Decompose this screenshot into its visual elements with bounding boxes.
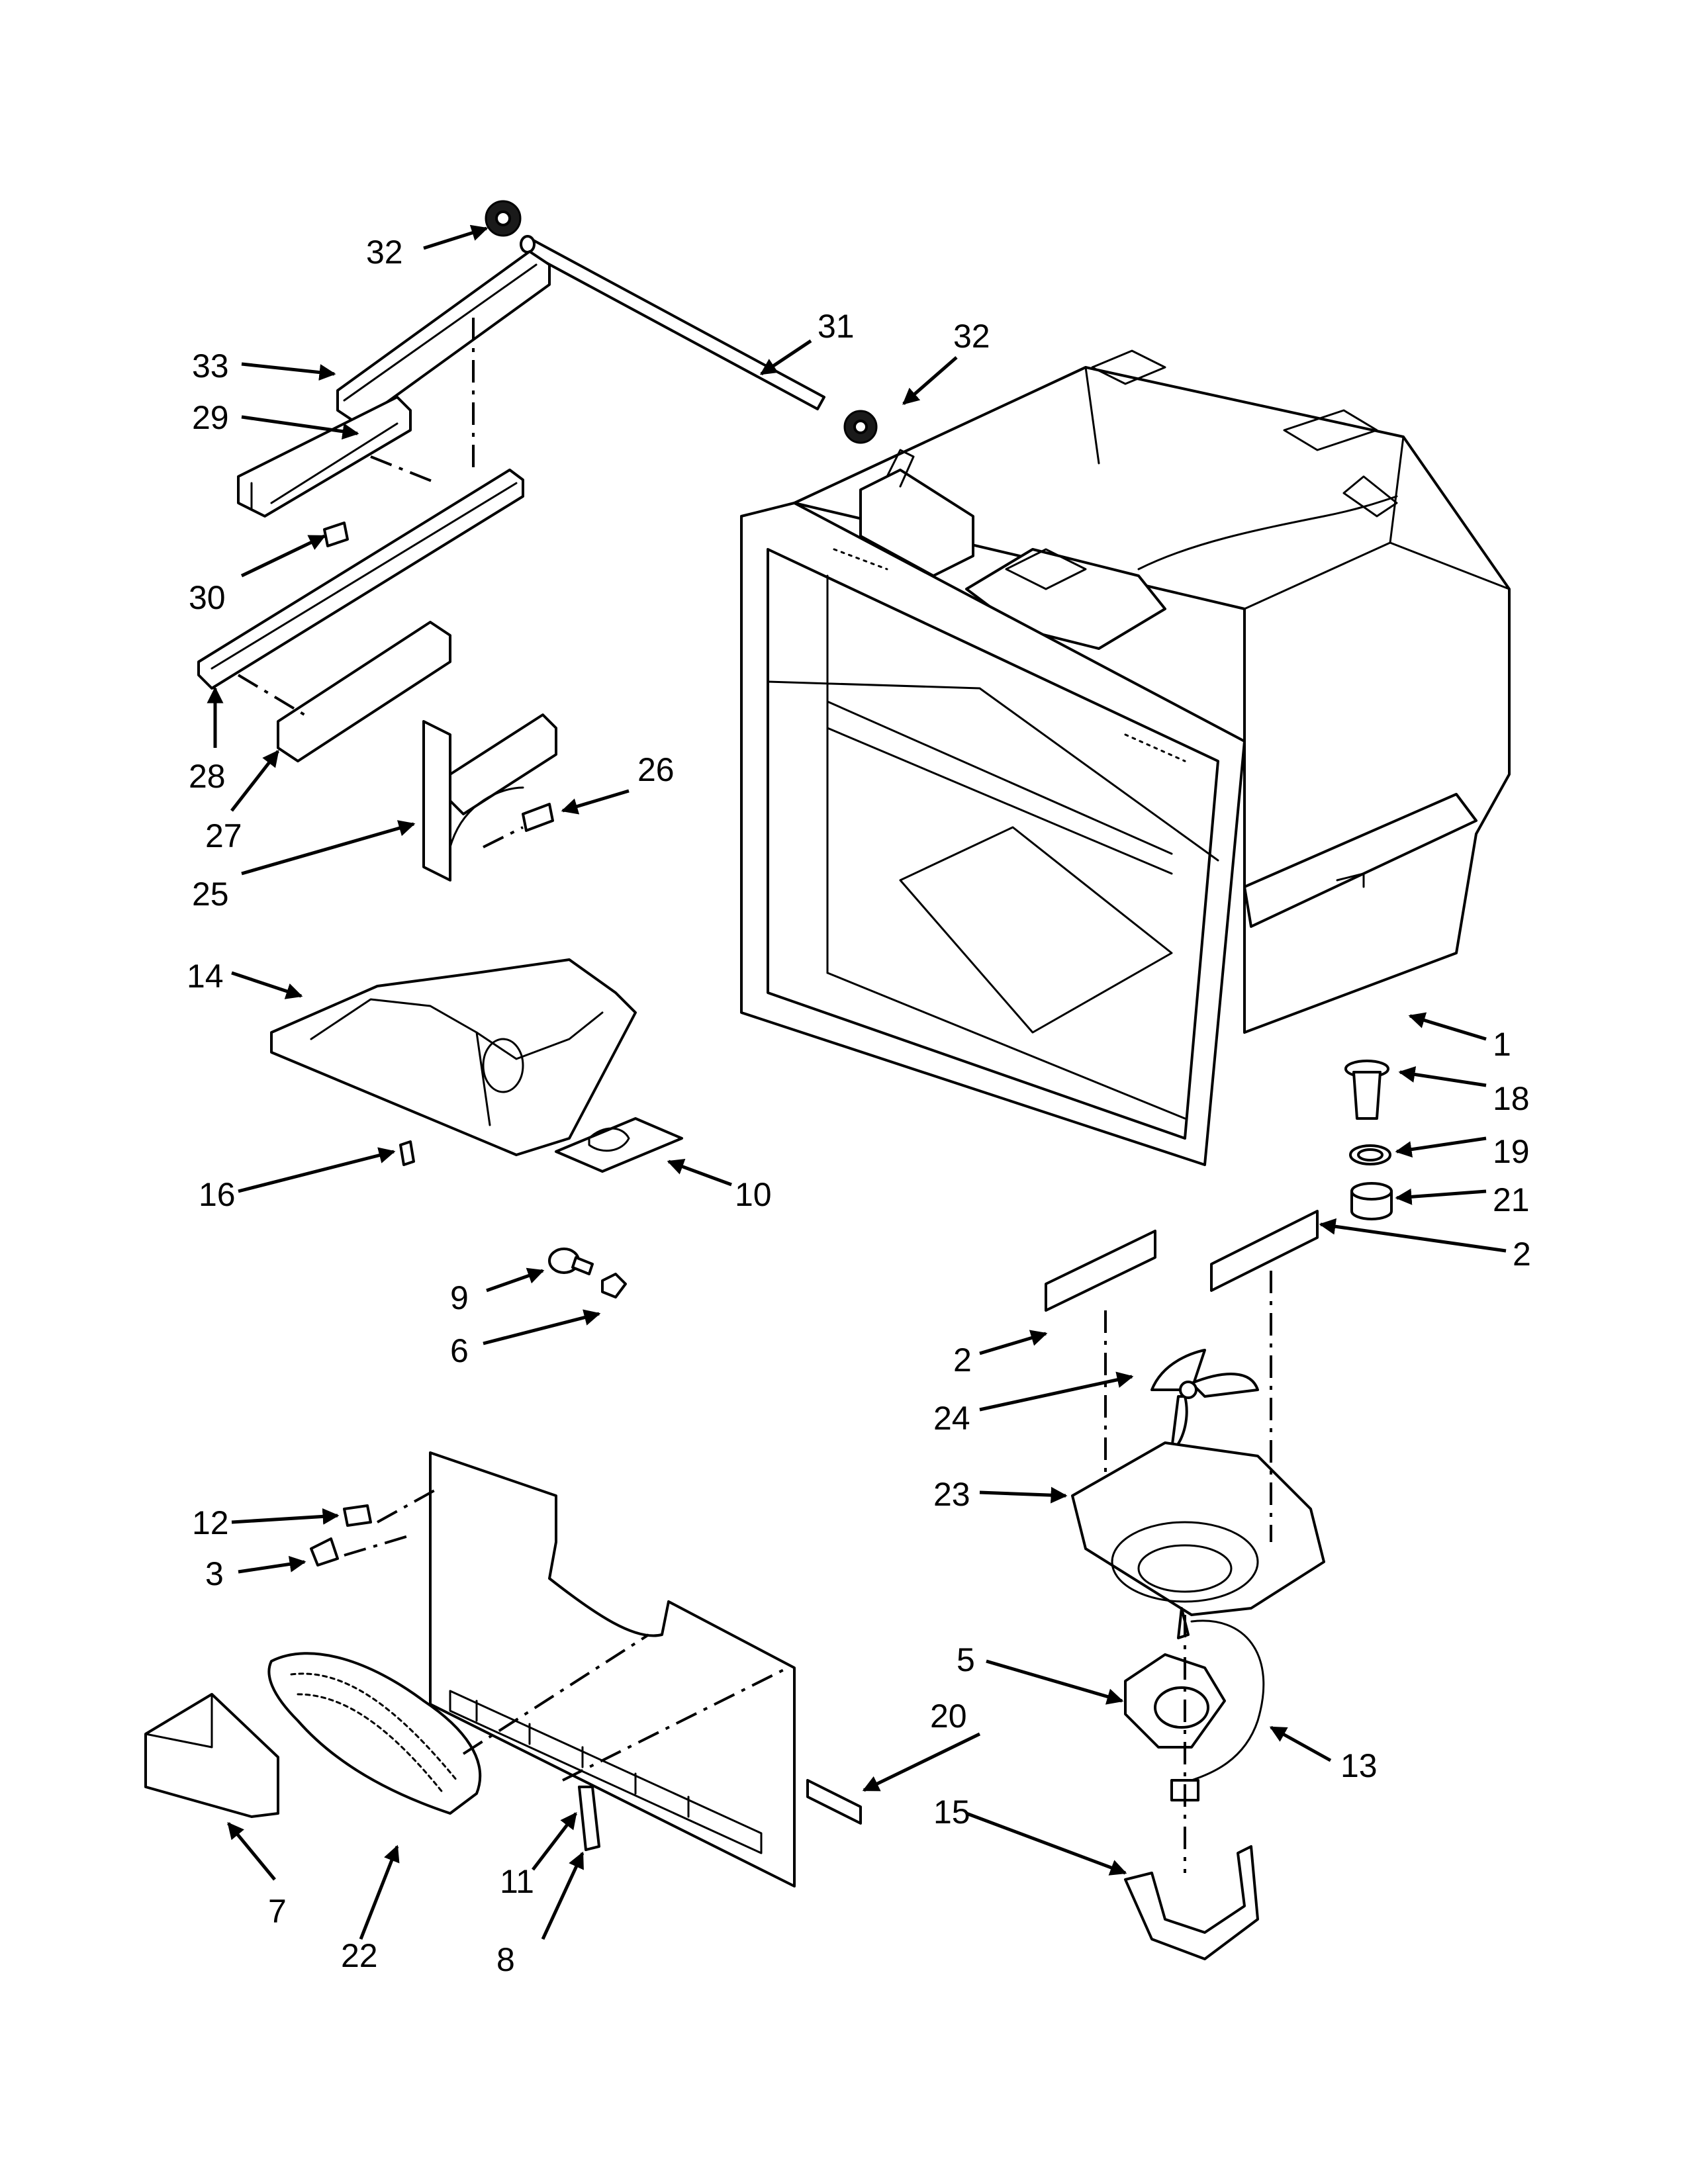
alignment-lines (237, 318, 1272, 1873)
part-28-slide-rail (197, 469, 524, 690)
part-25-bracket (422, 713, 557, 882)
part-29-rail-bracket (237, 396, 412, 518)
callout-28: 28 (189, 758, 226, 795)
part-3-bracket (310, 1537, 339, 1567)
callout-32-right: 32 (953, 318, 990, 355)
part-14-tray (270, 958, 637, 1156)
part-16-switch (399, 1140, 415, 1166)
callout-labels: 32 31 32 33 29 30 28 27 25 26 14 16 10 9… (187, 234, 1531, 1978)
part-31-drawer-shaft (520, 235, 825, 410)
callout-2-left: 2 (953, 1342, 972, 1379)
part-24-fan-blade (1150, 1349, 1259, 1451)
part-20-strip (806, 1779, 862, 1825)
callout-30: 30 (189, 579, 226, 616)
leader-arrows (207, 224, 1507, 1940)
callout-24: 24 (933, 1400, 970, 1437)
callout-19: 19 (1493, 1133, 1530, 1170)
callout-27: 27 (205, 817, 242, 854)
part-11-rear-panel (429, 1451, 796, 1888)
callout-20: 20 (930, 1698, 967, 1735)
part-2-insulation-left (1045, 1230, 1156, 1312)
part-2-insulation-right (1210, 1210, 1319, 1292)
callout-31: 31 (818, 308, 855, 345)
part-9-lamp (548, 1248, 594, 1275)
part-22-grille (267, 1652, 482, 1815)
callout-10: 10 (735, 1176, 772, 1213)
part-32-gear-right (843, 410, 878, 444)
callout-33: 33 (192, 347, 229, 385)
callout-6: 6 (450, 1332, 469, 1369)
part-15-bracket (1124, 1845, 1259, 1960)
callout-1: 1 (1493, 1026, 1511, 1063)
callout-16: 16 (199, 1176, 236, 1213)
callout-11: 11 (500, 1863, 534, 1900)
callout-26: 26 (637, 751, 675, 788)
callout-32-top: 32 (366, 234, 403, 271)
part-27-rail-guide (277, 621, 451, 762)
part-33-rail-cover (336, 250, 551, 425)
part-7-cover (144, 1693, 279, 1818)
callout-21: 21 (1493, 1181, 1530, 1218)
callout-5: 5 (957, 1641, 975, 1678)
part-26-screw (522, 803, 554, 832)
part-19-o-ring (1349, 1144, 1391, 1165)
part-8-clip (578, 1786, 600, 1851)
callout-7: 7 (268, 1893, 287, 1930)
callout-2-right: 2 (1513, 1236, 1531, 1273)
part-6-socket (601, 1273, 627, 1298)
part-13-wire-harness (1170, 1619, 1265, 1801)
callout-8: 8 (496, 1941, 515, 1978)
callout-22: 22 (341, 1937, 378, 1974)
callout-13: 13 (1340, 1747, 1378, 1784)
callout-23: 23 (933, 1476, 970, 1513)
part-30-screw (323, 522, 349, 547)
callout-29: 29 (192, 399, 229, 436)
part-12-screw (343, 1504, 372, 1527)
callout-14: 14 (187, 958, 224, 995)
callout-25: 25 (192, 876, 229, 913)
part-21-washer (1350, 1182, 1393, 1220)
part-18-grommet (1344, 1060, 1389, 1120)
part-5-fan-motor (1124, 1607, 1226, 1749)
part-23-fan-shroud (1071, 1441, 1325, 1616)
callout-18: 18 (1493, 1080, 1530, 1117)
callout-15: 15 (933, 1794, 970, 1831)
callout-3: 3 (205, 1555, 224, 1592)
part-32-gear-top (485, 200, 522, 237)
callout-12: 12 (192, 1504, 229, 1541)
part-1-freezer-liner (740, 349, 1511, 1166)
callout-9: 9 (450, 1279, 469, 1316)
part-10-label-sheet (555, 1117, 683, 1173)
